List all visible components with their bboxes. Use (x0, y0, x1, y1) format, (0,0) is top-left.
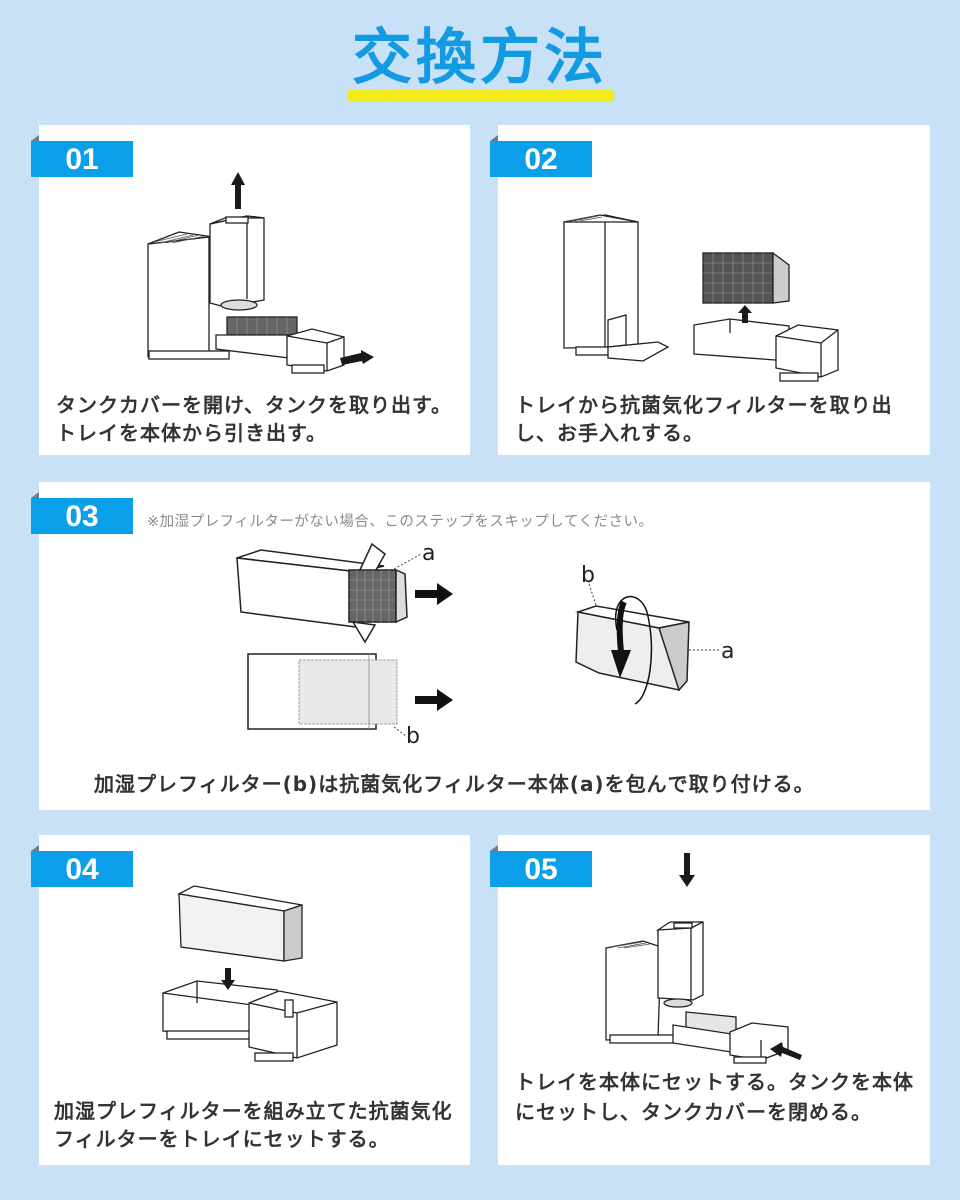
step-card-01: 01 (31, 125, 470, 455)
title-highlight (348, 90, 614, 102)
step-badge: 03 (31, 492, 133, 534)
skip-note: ※加湿プレフィルターがない場合、このステップをスキップしてください。 (147, 514, 654, 530)
rotate-arrow-icon (611, 650, 631, 678)
step-caption: トレイを本体にセットする。タンクを本体にセットし、タンクカバーを閉める。 (515, 1070, 914, 1124)
step-card-02: 02 (490, 125, 930, 455)
illustration-filter-into-tray (162, 885, 338, 1062)
step-badge: 04 (31, 845, 133, 887)
arrow-right-icon (415, 689, 453, 711)
arrow-right-icon (415, 583, 453, 605)
step-card-03: 03 ※加湿プレフィルターがない場合、このステップをスキップしてください。 (31, 482, 930, 810)
step-card-05: 05 トレイを本体にセットする。タンクを本体にセットし、タンクカバーを閉める。 (490, 835, 930, 1165)
label-b-right: b (581, 563, 595, 588)
arrow-up-icon (231, 172, 245, 209)
arrow-up-icon (738, 305, 752, 323)
illustration-tray-tank-inserted (605, 853, 802, 1064)
step-caption: 加湿プレフィルター(b)は抗菌気化フィルター本体(a)を包んで取り付ける。 (94, 772, 815, 796)
label-a-top: a (422, 541, 435, 566)
illustration-filter-lifted (563, 214, 839, 382)
step-badge: 02 (490, 135, 592, 177)
page-title: 交換方法 (352, 23, 608, 93)
title-wrap: 交換方法 (0, 18, 960, 98)
label-a-right: a (721, 639, 734, 664)
step-card-04: 04 加湿プレフィルターを組み立てた抗菌気化フィルターをトレイにセットする。 (31, 835, 470, 1165)
step-badge: 01 (31, 135, 133, 177)
arrow-down-icon (679, 853, 695, 887)
step-caption: タンクカバーを開け、タンクを取り出す。トレイを本体から引き出す。 (56, 393, 452, 445)
label-b-bottom: b (406, 724, 420, 749)
arrow-left-icon (770, 1042, 802, 1060)
arrow-down-icon (221, 968, 235, 990)
step-caption: トレイから抗菌気化フィルターを取り出し、お手入れする。 (515, 393, 893, 445)
step-badge: 05 (490, 845, 592, 887)
step-caption: 加湿プレフィルターを組み立てた抗菌気化フィルターをトレイにセットする。 (54, 1099, 453, 1151)
arrow-right-icon (340, 350, 374, 365)
illustration-prefilter-wrap: a b b a (236, 541, 734, 749)
illustration-unit-tank-removed (147, 172, 374, 374)
